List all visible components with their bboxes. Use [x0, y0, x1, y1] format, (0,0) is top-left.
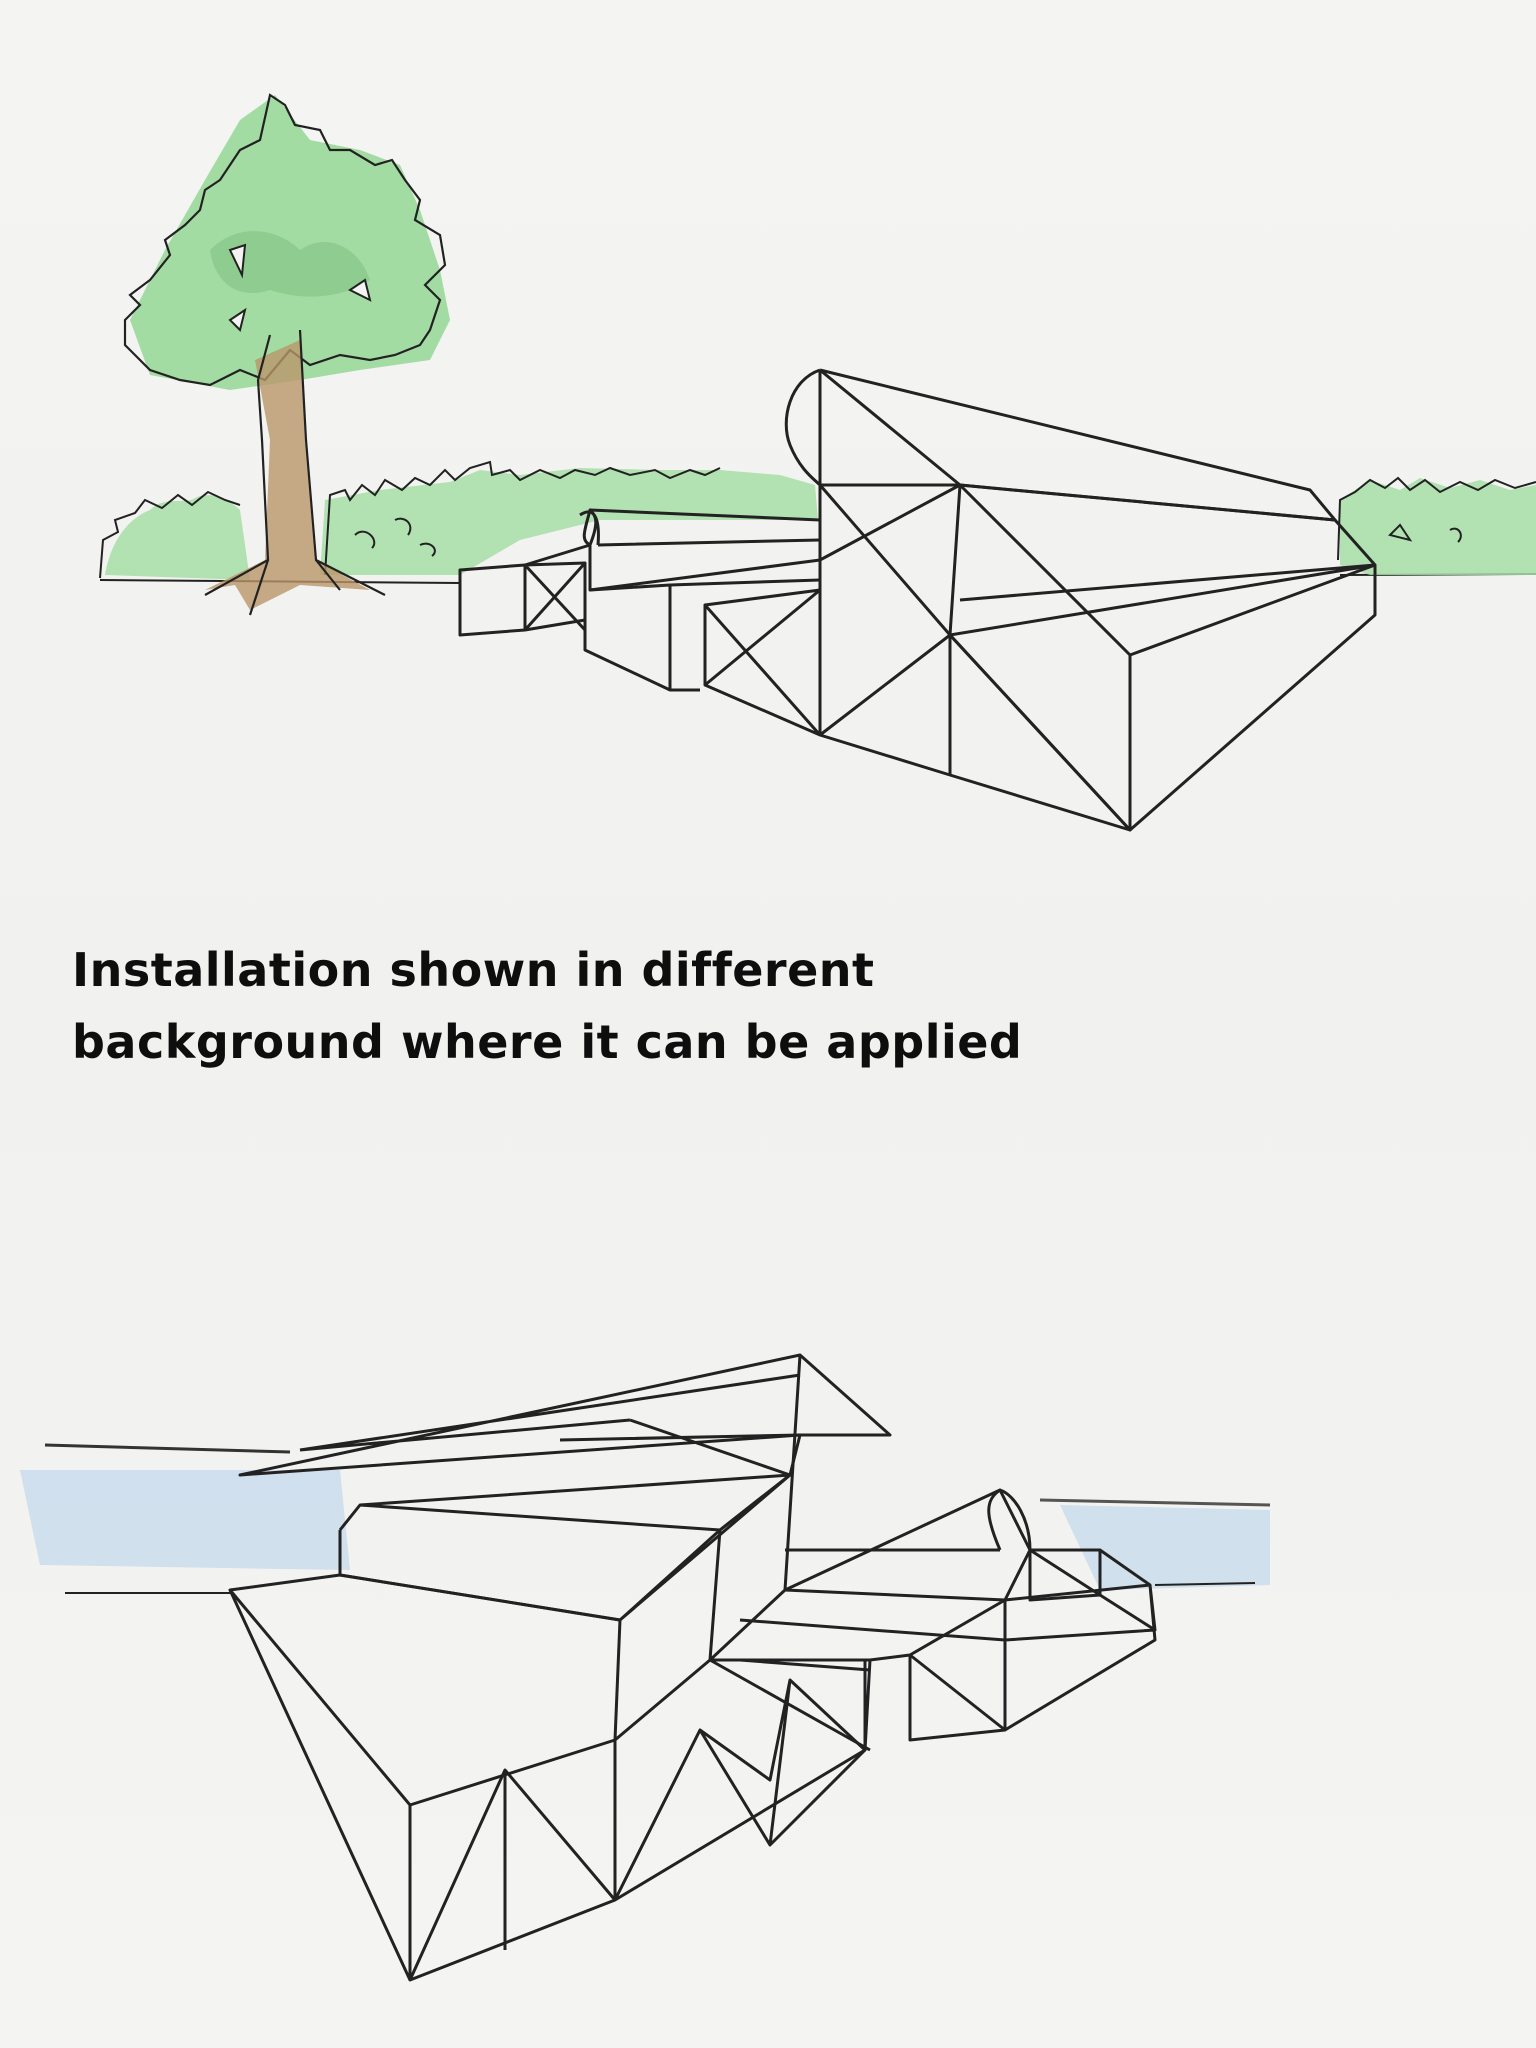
shrub-row-left [99, 490, 250, 580]
horizon-line-left [44, 1443, 291, 1454]
lower-wide-block [228, 1573, 622, 1982]
shrub-row-right [1337, 476, 1536, 575]
roof-diagonals [559, 1418, 801, 1532]
tree-trunk-fill [205, 340, 370, 610]
tree-canopy-holes [228, 243, 372, 332]
right-front-zigzag [613, 1660, 867, 1901]
small-upper-block [524, 543, 672, 692]
right-end-block [1003, 1548, 1157, 1732]
tree-illustration [123, 93, 450, 616]
right-low-section [739, 1488, 1032, 1662]
water-wash-left [20, 1470, 350, 1570]
right-end-diagonals [908, 1583, 1151, 1742]
right-dome [987, 1488, 1032, 1551]
caption-line-1: Installation shown in different [72, 943, 875, 997]
small-dome-arc [579, 510, 600, 546]
main-lower-block [703, 588, 822, 737]
main-diagonals [818, 483, 1376, 832]
tree-trunk-outline [204, 329, 386, 616]
park-installation-sketch [99, 93, 1536, 832]
waterfront-installation-sketch [20, 1353, 1271, 1982]
installation-structure-bottom [228, 1353, 1157, 1982]
installation-structure-top [458, 368, 1377, 832]
main-tall-block [784, 368, 822, 735]
middle-steps [589, 508, 821, 692]
sketch-caption: Installation shown in different backgrou… [72, 934, 1272, 1078]
horizon-line-right [1039, 1498, 1271, 1507]
caption-line-2: background where it can be applied [72, 1015, 1023, 1069]
lower-front-triangles [408, 1768, 617, 1981]
top-scene-park-setting [0, 0, 1536, 900]
water-wash-right [1060, 1505, 1270, 1590]
shrub-row-middle [320, 460, 818, 576]
front-low-block [458, 561, 587, 637]
roof-wedge [238, 1353, 892, 1477]
bottom-scene-waterfront-setting [0, 1300, 1536, 2048]
middle-block [614, 1658, 872, 1902]
waterline-right [1154, 1582, 1256, 1586]
main-side-face [959, 483, 1377, 832]
tall-column [708, 1354, 802, 1662]
main-roof-lines [819, 368, 1337, 522]
tree-canopy-shade [210, 231, 370, 297]
